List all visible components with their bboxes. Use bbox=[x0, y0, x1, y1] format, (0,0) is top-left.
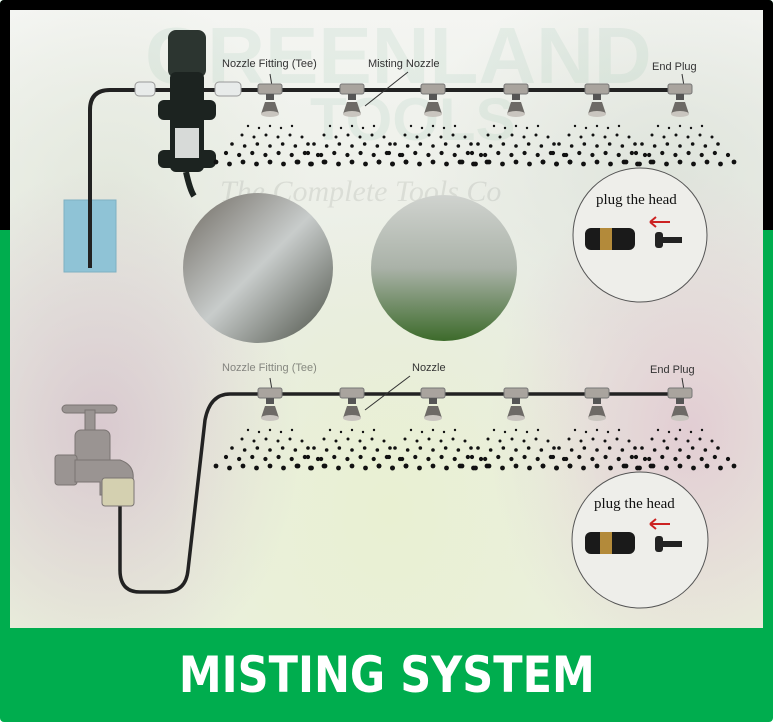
nozzle-bottom-3 bbox=[420, 387, 446, 421]
label-nozzle-fitting-bottom: Nozzle Fitting (Tee) bbox=[222, 362, 317, 374]
plug-detail-bottom bbox=[571, 471, 709, 609]
label-nozzle-bottom: Nozzle bbox=[412, 362, 446, 374]
plug-caption-top: plug the head bbox=[596, 192, 677, 208]
spray-top-2 bbox=[295, 124, 409, 167]
nozzle-top-5 bbox=[584, 83, 610, 117]
bottom-pipe bbox=[118, 392, 680, 594]
nozzle-top-1 bbox=[257, 83, 283, 117]
label-nozzle-fitting-top: Nozzle Fitting (Tee) bbox=[222, 58, 317, 70]
nozzle-top-3 bbox=[420, 83, 446, 117]
title-banner: MISTING SYSTEM bbox=[0, 628, 773, 722]
nozzle-bottom-1 bbox=[257, 387, 283, 421]
watermark-sub: TOOLS bbox=[310, 86, 516, 153]
spray-top-5 bbox=[540, 124, 654, 167]
nozzle-top-4 bbox=[503, 83, 529, 117]
label-misting-nozzle-top: Misting Nozzle bbox=[368, 58, 440, 70]
banner-title: MISTING SYSTEM bbox=[178, 646, 595, 704]
photo-misting-outdoor bbox=[183, 193, 333, 343]
spray-top-6 bbox=[623, 124, 737, 167]
spray-bottom-5 bbox=[540, 428, 654, 471]
spray-top-3 bbox=[376, 124, 490, 167]
label-end-plug-top: End Plug bbox=[652, 61, 697, 73]
plug-caption-bottom: plug the head bbox=[594, 496, 675, 512]
nozzle-bottom-6 bbox=[667, 387, 693, 421]
nozzle-top-6 bbox=[667, 83, 693, 117]
photo-misting-greenhouse bbox=[371, 195, 517, 341]
leader-nozzle-top bbox=[364, 71, 409, 107]
nozzle-bottom-4 bbox=[503, 387, 529, 421]
water-faucet bbox=[54, 404, 135, 507]
spray-bottom-3 bbox=[376, 428, 490, 471]
spray-top-4 bbox=[459, 124, 573, 167]
nozzle-bottom-2 bbox=[339, 387, 365, 421]
nozzle-top-2 bbox=[339, 83, 365, 117]
leader-nozzle-bottom bbox=[364, 375, 411, 411]
pump bbox=[134, 30, 242, 198]
spray-bottom-1 bbox=[213, 428, 327, 471]
label-end-plug-bottom: End Plug bbox=[650, 364, 695, 376]
spray-bottom-4 bbox=[459, 428, 573, 471]
spray-top-1 bbox=[213, 124, 327, 167]
plug-detail-top bbox=[572, 167, 708, 303]
spray-bottom-6 bbox=[623, 428, 737, 471]
nozzle-bottom-5 bbox=[584, 387, 610, 421]
spray-bottom-2 bbox=[295, 428, 409, 471]
top-pipe bbox=[88, 88, 680, 268]
